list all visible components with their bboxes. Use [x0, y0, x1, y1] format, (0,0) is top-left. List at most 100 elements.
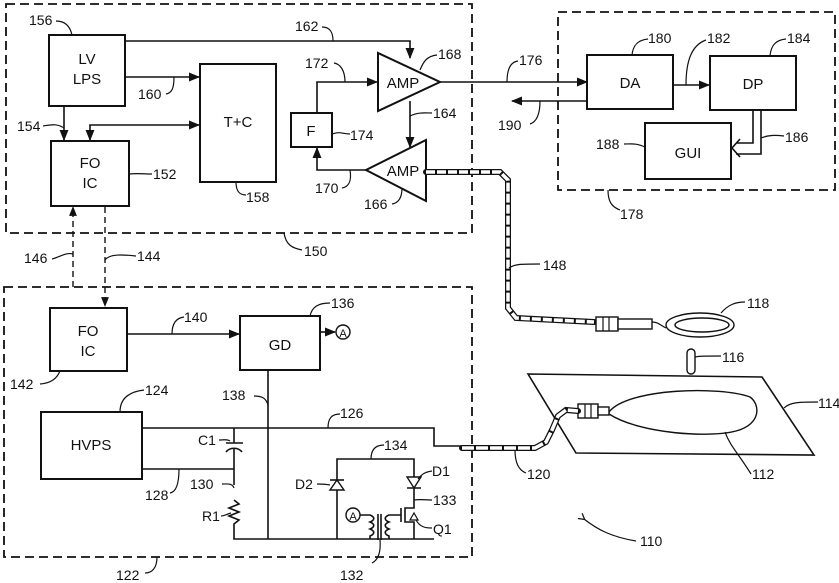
- connection-126: [142, 428, 462, 446]
- node-a-transformer-label: A: [349, 511, 357, 523]
- ref-166: 166: [364, 196, 388, 212]
- leader-182: [686, 40, 706, 85]
- ref-120: 120: [527, 466, 551, 482]
- hvps-label: HVPS: [71, 437, 112, 454]
- filter-label: F: [306, 123, 315, 140]
- leader-178: [608, 190, 620, 210]
- ref-110: 110: [640, 533, 663, 549]
- pulse-unit-module: 122 FO IC 142 GD 136 A 140 HVPS 124 138 …: [4, 287, 472, 583]
- fo-ic-top-box: [51, 141, 129, 206]
- ref-186: 186: [785, 129, 809, 145]
- sensor-pin-116: [687, 349, 695, 374]
- leader-166: [392, 188, 402, 204]
- balloon-112: 112: [578, 391, 775, 482]
- leader-180: [632, 39, 648, 55]
- ref-170: 170: [315, 180, 339, 196]
- ref-146: 146: [24, 250, 48, 266]
- leader-154: [43, 125, 64, 128]
- fo-ic-top-label-line1: FO: [80, 155, 101, 172]
- leader-d2: [317, 484, 330, 485]
- leader-164: [410, 113, 432, 116]
- ref-160: 160: [138, 86, 162, 102]
- leader-158: [236, 182, 246, 195]
- leader-168: [420, 55, 437, 70]
- ref-164: 164: [433, 105, 457, 121]
- leader-134: [371, 445, 384, 459]
- ref-132: 132: [340, 567, 364, 583]
- amp-168: AMP 168: [378, 46, 462, 111]
- t-c-label: T+C: [224, 114, 253, 131]
- leader-116: [695, 356, 721, 357]
- node-a-gd-label: A: [339, 328, 347, 340]
- ref-188: 188: [596, 136, 620, 152]
- ref-174: 174: [350, 127, 374, 143]
- ref-176: 176: [519, 52, 543, 68]
- connection-fo-ic-t-c: [90, 125, 199, 140]
- leader-c1: [219, 440, 230, 441]
- display-unit-module: 178 DA 180 DP 184 182 GUI 188 186: [558, 12, 835, 222]
- ref-158: 158: [246, 189, 270, 205]
- leader-140: [172, 317, 184, 334]
- d2-diode: [330, 480, 344, 490]
- leader-136: [310, 303, 330, 316]
- d2-label: D2: [295, 476, 313, 492]
- leader-112: [725, 432, 751, 474]
- transformer-secondary: [385, 515, 394, 539]
- dp-label: DP: [743, 76, 764, 93]
- ref-134: 134: [384, 437, 408, 453]
- amp-166-label: AMP: [387, 163, 420, 180]
- leader-120: [515, 450, 526, 473]
- c1-label: C1: [198, 432, 216, 448]
- connection-186-bus: [732, 110, 761, 157]
- fo-ic-bottom-label-line2: IC: [81, 343, 96, 360]
- lv-lps-label-line1: LV: [78, 51, 95, 68]
- block-lv-lps: LV LPS 156: [29, 12, 125, 106]
- leader-128: [170, 469, 179, 493]
- ref-118: 118: [747, 295, 770, 311]
- arrow-110: [584, 519, 636, 541]
- connection-170: [317, 148, 366, 170]
- transformer-primary: [360, 515, 374, 539]
- fo-ic-bottom-label-line1: FO: [78, 323, 99, 340]
- leader-162: [322, 27, 333, 41]
- coil-sleeve: [618, 319, 652, 329]
- ref-154: 154: [17, 118, 41, 134]
- lv-lps-label-line2: LPS: [73, 71, 101, 88]
- r1-resistor: [229, 500, 434, 539]
- ref-140: 140: [184, 309, 208, 325]
- leader-122: [145, 557, 157, 573]
- leader-156: [56, 21, 72, 35]
- connection-172: [317, 82, 377, 113]
- leader-118: [721, 302, 745, 313]
- ref-142: 142: [10, 376, 34, 392]
- connection-162: [125, 41, 410, 58]
- block-fo-ic-top: FO IC 152: [51, 141, 177, 206]
- ref-150: 150: [304, 243, 328, 259]
- ref-152: 152: [153, 166, 177, 182]
- ref-172: 172: [305, 55, 329, 71]
- leader-142: [40, 371, 60, 384]
- ref-130: 130: [190, 476, 214, 492]
- leader-160: [166, 77, 174, 94]
- ref-144: 144: [137, 248, 161, 264]
- amp-168-label: AMP: [387, 75, 420, 92]
- leader-138: [254, 396, 268, 405]
- ref-138: 138: [222, 387, 246, 403]
- leader-124: [120, 390, 144, 412]
- leader-144: [105, 255, 136, 260]
- ref-136: 136: [331, 295, 355, 311]
- block-t-c: T+C 158: [200, 64, 276, 205]
- da-label: DA: [620, 75, 641, 92]
- ref-116: 116: [722, 349, 745, 365]
- leader-150: [284, 233, 302, 250]
- d1-bar: [407, 488, 421, 500]
- control-unit-module: 150 LV LPS 156 FO IC 152 T+C 158 162: [6, 4, 472, 259]
- amp-166: AMP 166: [364, 140, 426, 212]
- ref-156: 156: [29, 12, 53, 28]
- ref-114: 114: [818, 395, 839, 411]
- ref-148: 148: [543, 257, 567, 273]
- leader-190: [530, 101, 540, 124]
- leader-174: [332, 133, 350, 134]
- gui-label: GUI: [675, 145, 702, 162]
